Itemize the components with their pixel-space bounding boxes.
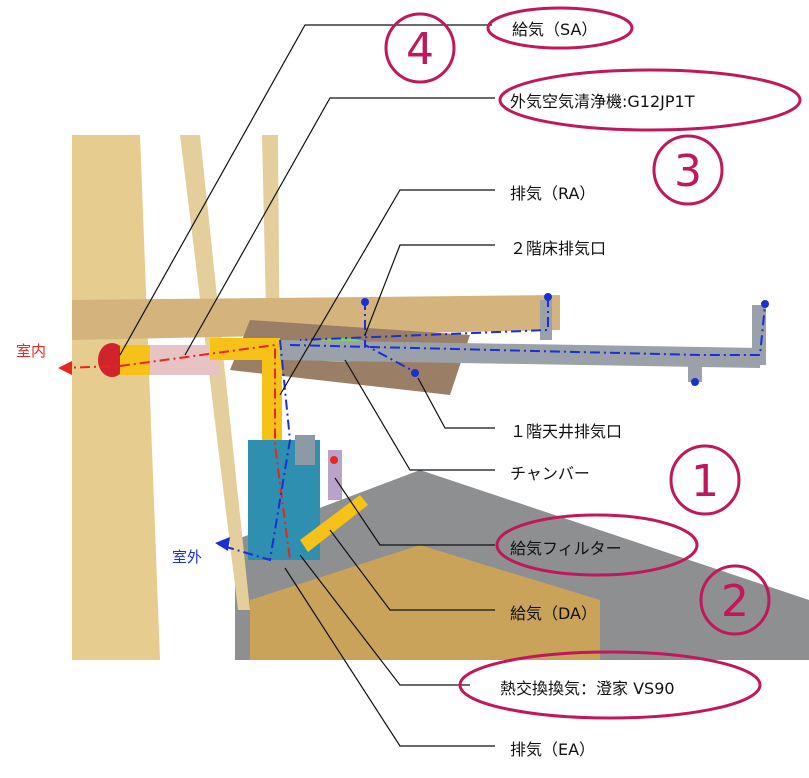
- floor-joists: [72, 295, 560, 340]
- mark-1: 1: [691, 456, 719, 507]
- label-ceiling1-exhaust: １階天井排気口: [510, 422, 623, 441]
- label-exhaust-ra: 排気（RA）: [510, 184, 596, 203]
- label-supply-sa: 給気（SA）: [512, 20, 598, 39]
- outdoor-arrow-icon: [215, 537, 230, 551]
- wall-panel: [72, 135, 160, 660]
- annotation-marks: [384, 6, 802, 720]
- mark-2: 2: [721, 576, 749, 627]
- label-supply-filter: 給気フィルター: [510, 539, 622, 558]
- label-exhaust-ea: 排気（EA）: [510, 740, 596, 759]
- label-purifier: 外気空気清浄機:G12JP1T: [510, 92, 695, 111]
- floor-board: [250, 545, 600, 660]
- label-hrv-unit: 熱交換換気：澄家 VS90: [500, 679, 675, 698]
- leader-lines: [119, 24, 495, 747]
- label-supply-da: 給気（DA）: [510, 604, 597, 623]
- mark-4: 4: [406, 24, 434, 75]
- label-outdoor: 室外: [172, 548, 203, 566]
- mark-3: 3: [674, 146, 702, 197]
- label-chamber: チャンバー: [510, 464, 590, 483]
- indoor-arrow-icon: [58, 361, 72, 375]
- label-indoor: 室内: [16, 342, 47, 360]
- label-floor2-exhaust: ２階床排気口: [510, 239, 607, 258]
